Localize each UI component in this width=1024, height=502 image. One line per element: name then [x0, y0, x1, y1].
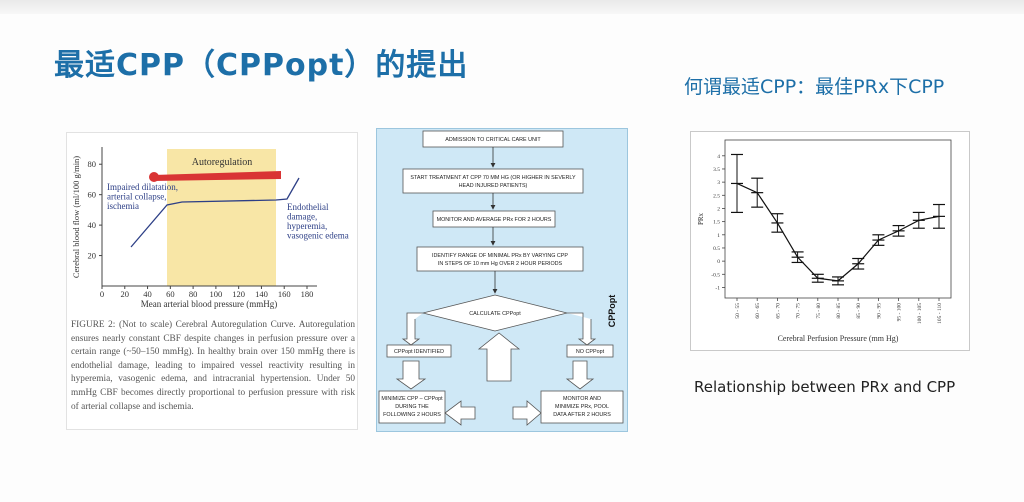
flow-box-identify-range: [416, 246, 584, 272]
autoregulation-band: [167, 149, 276, 286]
x-tick-label: 140: [255, 289, 268, 299]
flow-arrow-down-left: [395, 360, 427, 390]
prx-y-tick-label: 1.5: [713, 220, 720, 226]
prx-chart-caption: Relationship between PRx and CPP: [694, 378, 956, 396]
slide-title: 最适CPP（CPPopt）的提出: [54, 48, 469, 83]
flow-arrow-loop-left: [444, 400, 476, 426]
prx-y-tick-label: -1: [715, 285, 720, 291]
flowchart-diagram: ADMISSION TO CRITICAL CARE UNIT START TR…: [378, 130, 624, 426]
prx-x-axis-label: Cerebral Perfusion Pressure (mm Hg): [778, 334, 899, 343]
flow-text-calculate: CALCULATE CPPopt: [469, 311, 521, 317]
flow-text-pool-3: DATA AFTER 2 HOURS: [553, 412, 611, 418]
flow-text-identify-2: IN STEPS OF 10 mm Hg OVER 2 HOUR PERIODS: [438, 261, 563, 267]
flow-text-minimize-3: FOLLOWING 2 HOURS: [383, 412, 441, 418]
prx-x-tick-label: 50 - 55: [735, 303, 741, 319]
prx-y-tick-label: 2.5: [713, 193, 720, 199]
prx-x-tick-label: 100 - 105: [917, 303, 923, 324]
plot-frame: [724, 139, 952, 299]
flow-box-start-treatment: [402, 168, 584, 194]
flow-text-minimize-2: DURING THE: [395, 404, 429, 410]
prx-y-tick-label: 3: [717, 180, 720, 186]
x-tick-label: 160: [278, 289, 291, 299]
cppopt-flowchart: ADMISSION TO CRITICAL CARE UNIT START TR…: [376, 128, 628, 432]
prx-x-tick-label: 95 - 100: [897, 303, 903, 322]
x-tick-label: 40: [143, 289, 152, 299]
x-tick-label: 60: [166, 289, 175, 299]
flow-box-no-cppopt: [566, 344, 614, 358]
prx-x-tick-label: 75 - 80: [816, 303, 822, 319]
prx-y-axis-label: PRx: [697, 212, 705, 225]
prx-y-tick-label: 2: [717, 206, 720, 212]
autoregulation-label: Autoregulation: [192, 157, 253, 168]
prx-x-tick-label: 60 - 65: [755, 303, 761, 319]
prx-y-tick-label: 0: [717, 259, 720, 265]
flowchart-side-label: CPPopt: [607, 295, 617, 328]
prx-y-tick-label: 1: [717, 233, 720, 239]
flow-text-identify-1: IDENTIFY RANGE OF MINIMAL PRx BY VARYING…: [432, 253, 568, 259]
high-pressure-label: Endothelial damage, hyperemia, vasogenic…: [287, 202, 349, 241]
y-tick-label: 80: [88, 159, 97, 169]
prx-y-tick-label: 0.5: [713, 246, 720, 252]
flow-text-pool-1: MONITOR AND: [563, 396, 601, 402]
flow-arrow-loop-right: [512, 400, 542, 426]
x-tick-label: 20: [121, 289, 129, 299]
prx-x-tick-label: 80 - 85: [836, 303, 842, 319]
prx-x-tick-label: 105 - 110: [937, 303, 943, 324]
x-tick-label: 180: [301, 289, 314, 299]
flow-arrow-left-branch: [401, 312, 423, 346]
flow-box-identified: [386, 344, 452, 358]
flow-box-minimize-cpp: [378, 390, 446, 424]
y-tick-label: 20: [88, 251, 97, 261]
prx-x-tick-label: 90 - 95: [876, 303, 882, 319]
flow-diamond-calculate: [422, 294, 568, 332]
flow-arrow-right-branch: [567, 312, 597, 346]
prx-x-tick-label: 65 - 70: [775, 303, 781, 319]
x-tick-label: 120: [232, 289, 245, 299]
slide-subtitle: 何谓最适CPP：最佳PRx下CPP: [684, 76, 945, 98]
prx-x-tick-label: 70 - 75: [796, 303, 802, 319]
flow-text-start-2: HEAD INJURED PATIENTS): [459, 183, 528, 189]
y-tick-label: 60: [88, 190, 97, 200]
flow-arrow-loop-up: [477, 332, 521, 382]
prx-x-tick-label: 85 - 90: [856, 303, 862, 319]
flow-text-admission: ADMISSION TO CRITICAL CARE UNIT: [445, 137, 541, 143]
flow-text-identified: CPPopt IDENTIFIED: [394, 349, 444, 355]
flow-box-monitor-minimize: [540, 390, 624, 424]
autoregulation-chart: 20 40 60 80 0 20 40 60 80 100 120 140 160 180 Cerebr…: [71, 147, 349, 309]
flow-text-start-1: START TREATMENT AT CPP 70 MM HG (OR HIGH…: [410, 175, 576, 181]
flow-text-no-cppopt: NO CPPopt: [576, 349, 605, 355]
x-axis-label: Mean arterial blood pressure (mmHg): [141, 299, 277, 309]
flow-box-monitor: [432, 210, 556, 228]
x-tick-label: 80: [189, 289, 198, 299]
low-pressure-label: Impaired dilatation, arterial collapse, …: [107, 182, 180, 211]
flow-arrow-down-right: [565, 360, 595, 390]
plateau-bar-end: [149, 172, 159, 182]
x-tick-label: 0: [100, 289, 104, 299]
x-tick-label: 100: [210, 289, 223, 299]
flow-text-minimize-1: MINIMIZE CPP – CPPopt: [381, 396, 443, 402]
y-axis-label: Cerebral blood flow (ml/100 g/min): [71, 156, 81, 278]
y-tick-label: 40: [88, 220, 97, 230]
prx-cpp-chart: -1 -0.5 0 0.5 1 1.5 2 2.5 3 3.5 4 50 - 55 60 - 65 65…: [697, 139, 952, 343]
prx-cpp-chart-panel: -1 -0.5 0 0.5 1 1.5 2 2.5 3 3.5 4 50 - 55 60 - 65 65…: [690, 131, 970, 351]
prx-series-line: [736, 182, 940, 282]
prx-y-tick-label: -0.5: [711, 272, 720, 278]
cbf-curve: [130, 177, 300, 248]
prx-y-tick-label: 3.5: [713, 167, 720, 173]
prx-y-tick-label: 4: [717, 154, 720, 160]
top-bar: [0, 0, 1024, 14]
flow-text-monitor: MONITOR AND AVERAGE PRx FOR 2 HOURS: [437, 217, 552, 223]
plateau-bar: [153, 171, 281, 181]
flow-text-pool-2: MINIMIZE PRx, POOL: [555, 404, 609, 410]
figure-caption: FIGURE 2: (Not to scale) Cerebral Autore…: [71, 320, 355, 412]
autoregulation-figure: 20 40 60 80 0 20 40 60 80 100 120 140 160 180 Cerebr…: [66, 132, 358, 430]
